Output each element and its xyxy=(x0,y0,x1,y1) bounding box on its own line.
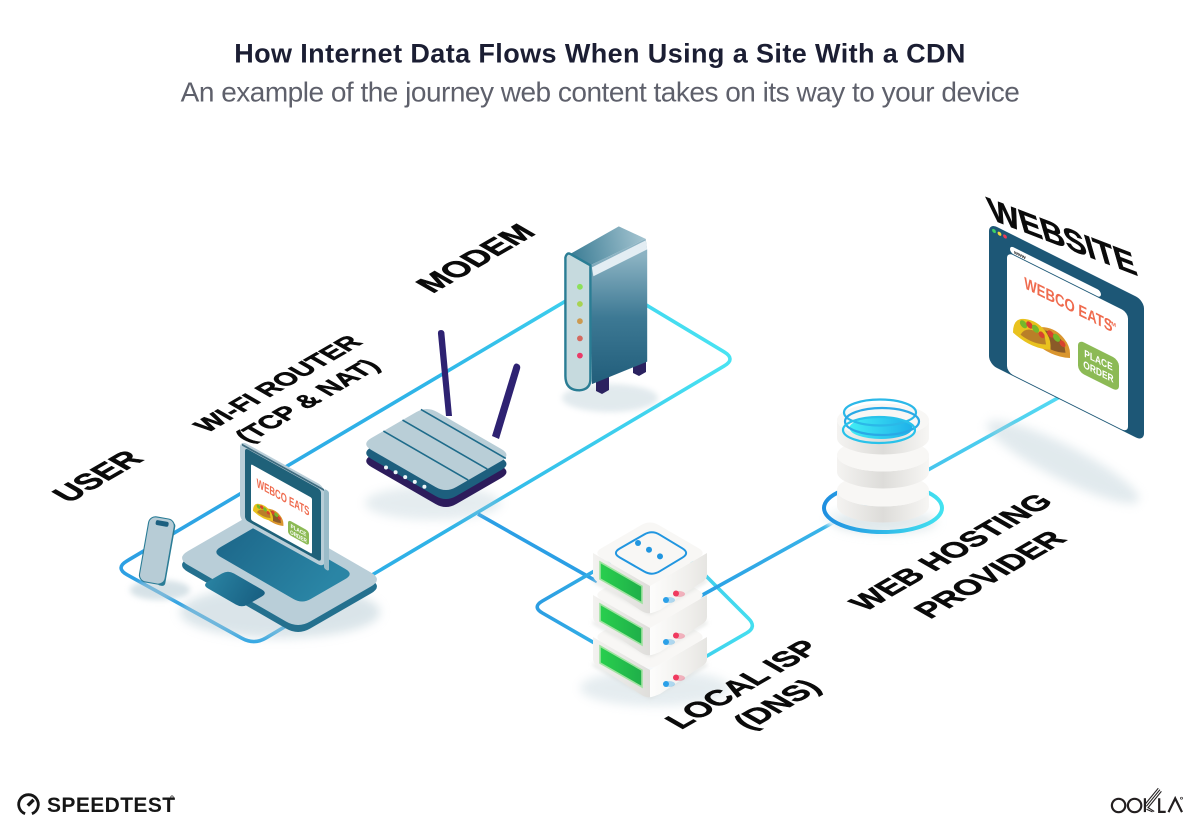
svg-text:An example of the journey web: An example of the journey web content ta… xyxy=(181,77,1020,108)
svg-text:SPEEDTEST: SPEEDTEST xyxy=(47,794,175,817)
svg-text:How Internet Data Flows When U: How Internet Data Flows When Using a Sit… xyxy=(234,39,966,69)
svg-text:TM: TM xyxy=(1108,320,1116,330)
